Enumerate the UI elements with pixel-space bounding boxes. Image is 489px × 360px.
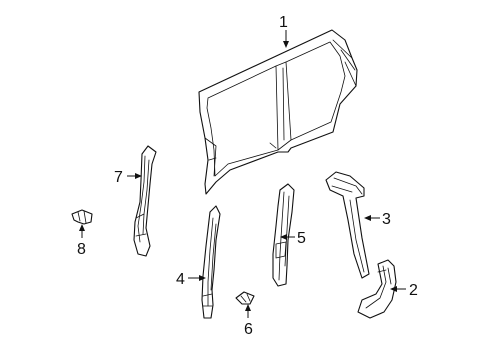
callout-numbers: 1 2 3 4 5 6 7 8: [77, 14, 418, 338]
callout-leaders: [79, 30, 406, 318]
leader-8-arrowhead: [79, 224, 85, 231]
callout-5: 5: [297, 230, 306, 247]
part-5-center-pillar: [272, 183, 295, 287]
leader-7-arrowhead: [135, 173, 142, 179]
leader-2-arrowhead: [390, 286, 397, 292]
callout-6: 6: [244, 321, 253, 338]
leader-5-arrowhead: [280, 234, 287, 240]
leader-4-arrowhead: [199, 275, 206, 281]
part-3-pillar-bracket: [325, 171, 370, 279]
leader-3-arrowhead: [364, 215, 371, 221]
part-4-hinge-pillar: [201, 205, 221, 319]
part-8-bracket: [71, 209, 93, 225]
callout-1: 1: [279, 14, 288, 31]
part-1-body-side-frame: [198, 29, 358, 195]
part-6-clip: [235, 291, 255, 305]
callout-8: 8: [77, 241, 86, 258]
callout-7: 7: [114, 169, 123, 186]
leader-1-arrowhead: [283, 41, 289, 48]
part-2-quarter-bracket: [357, 259, 397, 319]
part-7-pillar-reinforcement: [133, 145, 157, 257]
callout-2: 2: [409, 282, 418, 299]
callout-3: 3: [382, 211, 391, 228]
leader-6-arrowhead: [245, 304, 251, 311]
callout-4: 4: [176, 271, 185, 288]
